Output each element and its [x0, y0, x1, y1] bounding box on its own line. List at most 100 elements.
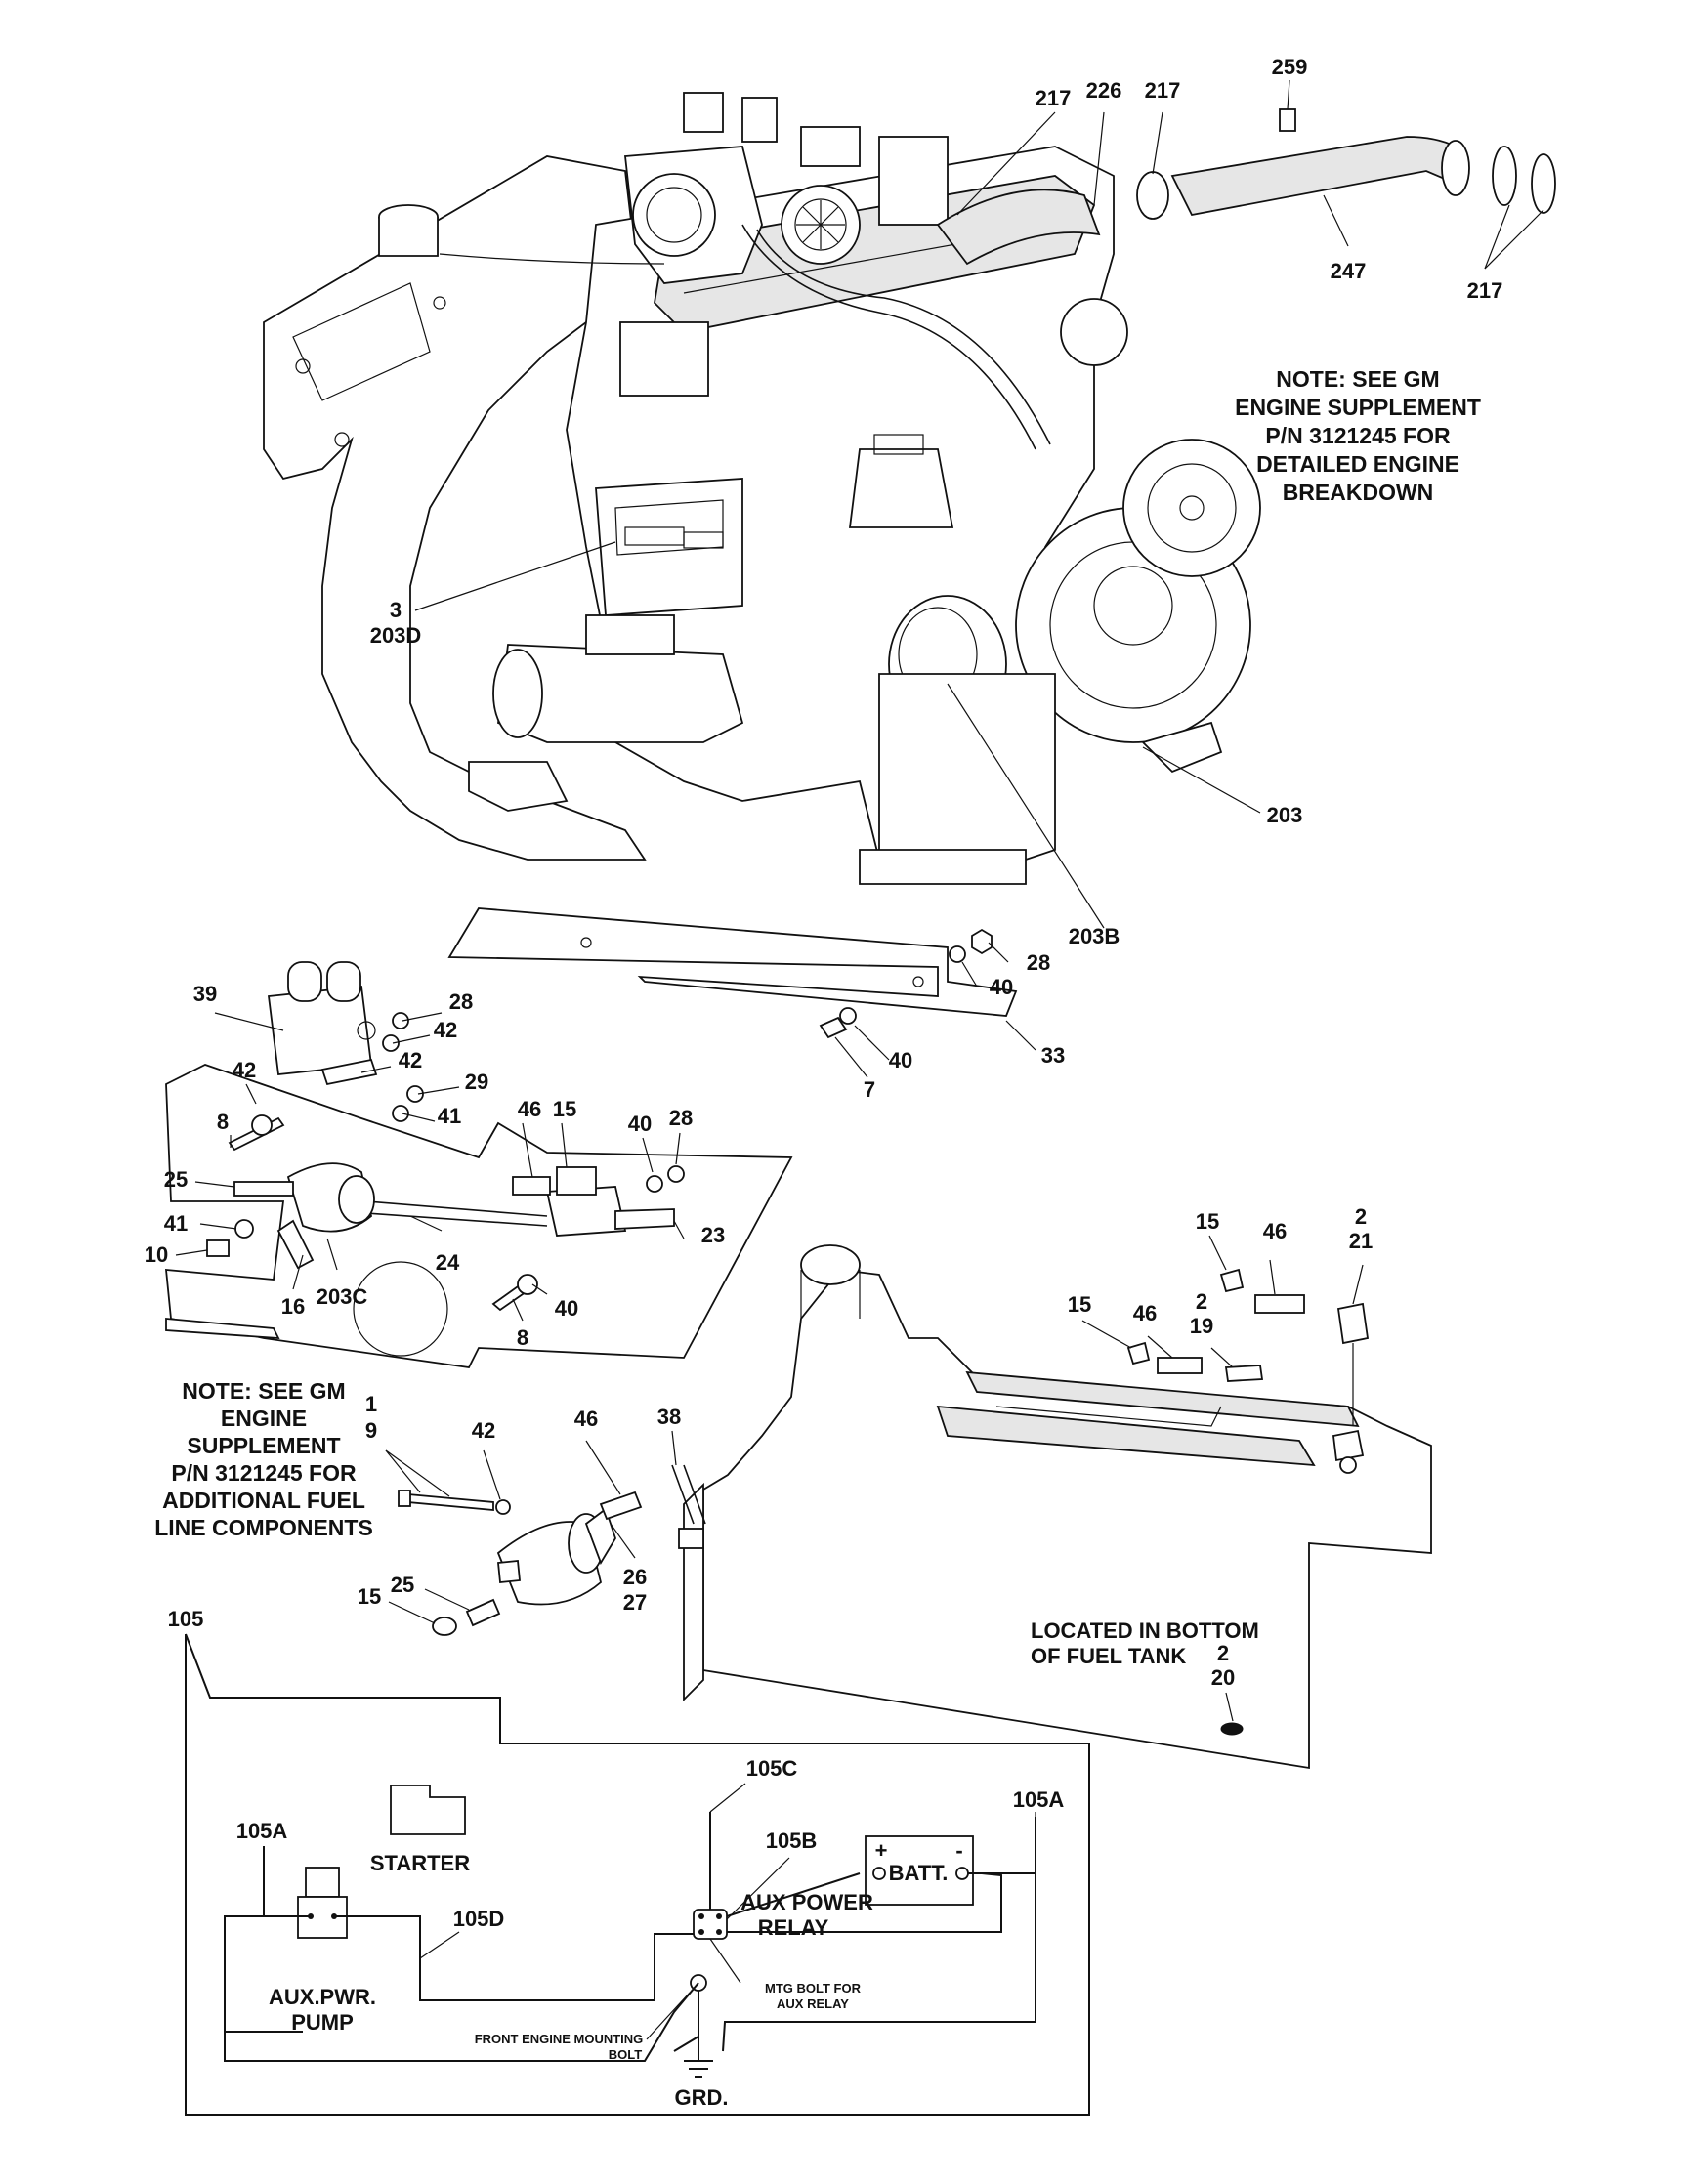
aux-pump-leaders [385, 1430, 677, 1624]
callout-40: 40 [628, 1112, 652, 1136]
svg-text:OF FUEL TANK: OF FUEL TANK [1031, 1644, 1186, 1668]
svg-text:P/N 3121245 FOR: P/N 3121245 FOR [171, 1460, 357, 1486]
engine-note: NOTE: SEE GM ENGINE SUPPLEMENT P/N 31212… [1235, 366, 1481, 505]
callout-15: 15 [1196, 1209, 1219, 1234]
wiring-labels: STARTER AUX.PWR. PUMP AUX POWER RELAY BA… [269, 1838, 963, 2110]
aux-pump-callouts: 1 9 42 46 38 25 15 26 27 [358, 1392, 681, 1615]
svg-text:NOTE: SEE GM: NOTE: SEE GM [1276, 366, 1439, 392]
ground-label: GRD. [675, 2085, 729, 2110]
callout-259: 259 [1272, 55, 1308, 79]
callout-40: 40 [555, 1296, 578, 1321]
relay-label: RELAY [758, 1915, 829, 1940]
callout-38: 38 [657, 1405, 681, 1429]
callout-41: 41 [438, 1104, 461, 1128]
callout-27: 27 [623, 1590, 647, 1615]
wiring-callouts: 105 105C 105A 105A 105B 105D [168, 1607, 1065, 1931]
callout-39: 39 [193, 982, 217, 1006]
svg-text:ADDITIONAL FUEL: ADDITIONAL FUEL [162, 1488, 365, 1513]
callout-20: 20 [1211, 1665, 1235, 1690]
svg-text:NOTE: SEE GM: NOTE: SEE GM [182, 1378, 345, 1404]
callout-3: 3 [390, 598, 402, 622]
callout-10: 10 [145, 1242, 168, 1267]
mtg-bolt-label: AUX RELAY [777, 1996, 849, 2011]
angle-bracket [447, 907, 1018, 1039]
callout-2: 2 [1217, 1641, 1229, 1665]
callout-28: 28 [449, 989, 473, 1014]
engine-assembly [263, 92, 1556, 885]
svg-text:ENGINE SUPPLEMENT: ENGINE SUPPLEMENT [1235, 395, 1481, 420]
callout-23: 23 [701, 1223, 725, 1247]
battery-plus: + [875, 1838, 888, 1863]
engine-callouts: 259 217 226 217 247 217 3 203D 203 203B [370, 55, 1503, 948]
valve-block-leaders [175, 1012, 685, 1322]
callout-203d: 203D [370, 623, 422, 648]
bracket-callouts: 39 28 42 42 29 41 8 42 28 40 40 7 33 46 … [145, 950, 1065, 1350]
callout-28: 28 [1027, 950, 1050, 975]
callout-42: 42 [233, 1058, 256, 1082]
callout-21: 21 [1349, 1229, 1373, 1253]
fuel-line-note: NOTE: SEE GM ENGINE SUPPLEMENT P/N 31212… [154, 1378, 373, 1540]
callout-15: 15 [358, 1584, 381, 1609]
callout-25: 25 [164, 1167, 188, 1192]
callout-16: 16 [281, 1294, 305, 1319]
battery-minus: - [955, 1838, 962, 1863]
callout-105: 105 [168, 1607, 204, 1631]
callout-217: 217 [1145, 78, 1181, 103]
aux-pump-label: AUX.PWR. [269, 1985, 376, 2009]
callout-41: 41 [164, 1211, 188, 1236]
callout-7: 7 [864, 1077, 875, 1102]
callout-28: 28 [669, 1106, 693, 1130]
callout-33: 33 [1041, 1043, 1065, 1068]
svg-text:LOCATED IN BOTTOM: LOCATED IN BOTTOM [1031, 1618, 1259, 1643]
callout-105b: 105B [766, 1828, 818, 1853]
callout-217: 217 [1036, 86, 1072, 110]
callout-42: 42 [472, 1418, 495, 1443]
callout-46: 46 [1133, 1301, 1157, 1325]
callout-203: 203 [1267, 803, 1303, 827]
callout-40: 40 [889, 1048, 912, 1072]
top-bracket-leaders [834, 942, 1036, 1078]
callout-42: 42 [434, 1018, 457, 1042]
aux-pump-label: PUMP [291, 2010, 354, 2035]
relay-label: AUX POWER [740, 1890, 873, 1914]
callout-40: 40 [990, 975, 1013, 999]
callout-203c: 203C [317, 1284, 368, 1309]
svg-text:ENGINE: ENGINE [221, 1406, 307, 1431]
callout-247: 247 [1331, 259, 1367, 283]
engine-leaders [414, 79, 1544, 929]
svg-text:P/N 3121245 FOR: P/N 3121245 FOR [1265, 423, 1451, 448]
callout-105a: 105A [236, 1819, 288, 1843]
callout-8: 8 [517, 1325, 528, 1350]
callout-2: 2 [1196, 1289, 1207, 1314]
svg-text:SUPPLEMENT: SUPPLEMENT [187, 1433, 340, 1458]
callout-19: 19 [1190, 1314, 1213, 1338]
callout-15: 15 [1068, 1292, 1091, 1317]
callout-9: 9 [365, 1418, 377, 1443]
callout-226: 226 [1086, 78, 1122, 103]
starter-label: STARTER [370, 1851, 470, 1875]
tank-location-note: LOCATED IN BOTTOM OF FUEL TANK [1031, 1618, 1259, 1668]
wiring-schematic [185, 1633, 1090, 2116]
callout-105c: 105C [746, 1756, 798, 1781]
front-engine-label: FRONT ENGINE MOUNTING [475, 2032, 644, 2046]
callout-42: 42 [399, 1048, 422, 1072]
svg-text:LINE COMPONENTS: LINE COMPONENTS [154, 1515, 373, 1540]
callout-25: 25 [391, 1573, 414, 1597]
valve-block-assembly [164, 961, 793, 1368]
callout-2: 2 [1355, 1204, 1367, 1229]
callout-217: 217 [1467, 278, 1503, 303]
callout-1: 1 [365, 1392, 377, 1416]
fuel-tank [678, 1244, 1432, 1770]
front-engine-label: BOLT [609, 2047, 642, 2062]
svg-text:BREAKDOWN: BREAKDOWN [1283, 480, 1434, 505]
callout-203b: 203B [1069, 924, 1120, 948]
fuel-tank-callouts: 15 46 2 21 15 46 2 19 2 20 [1068, 1204, 1373, 1690]
callout-24: 24 [436, 1250, 460, 1275]
battery-label: BATT. [889, 1861, 949, 1885]
callout-26: 26 [623, 1565, 647, 1589]
callout-8: 8 [217, 1110, 229, 1134]
callout-46: 46 [518, 1097, 541, 1121]
aux-pump-parts [398, 1464, 706, 1636]
